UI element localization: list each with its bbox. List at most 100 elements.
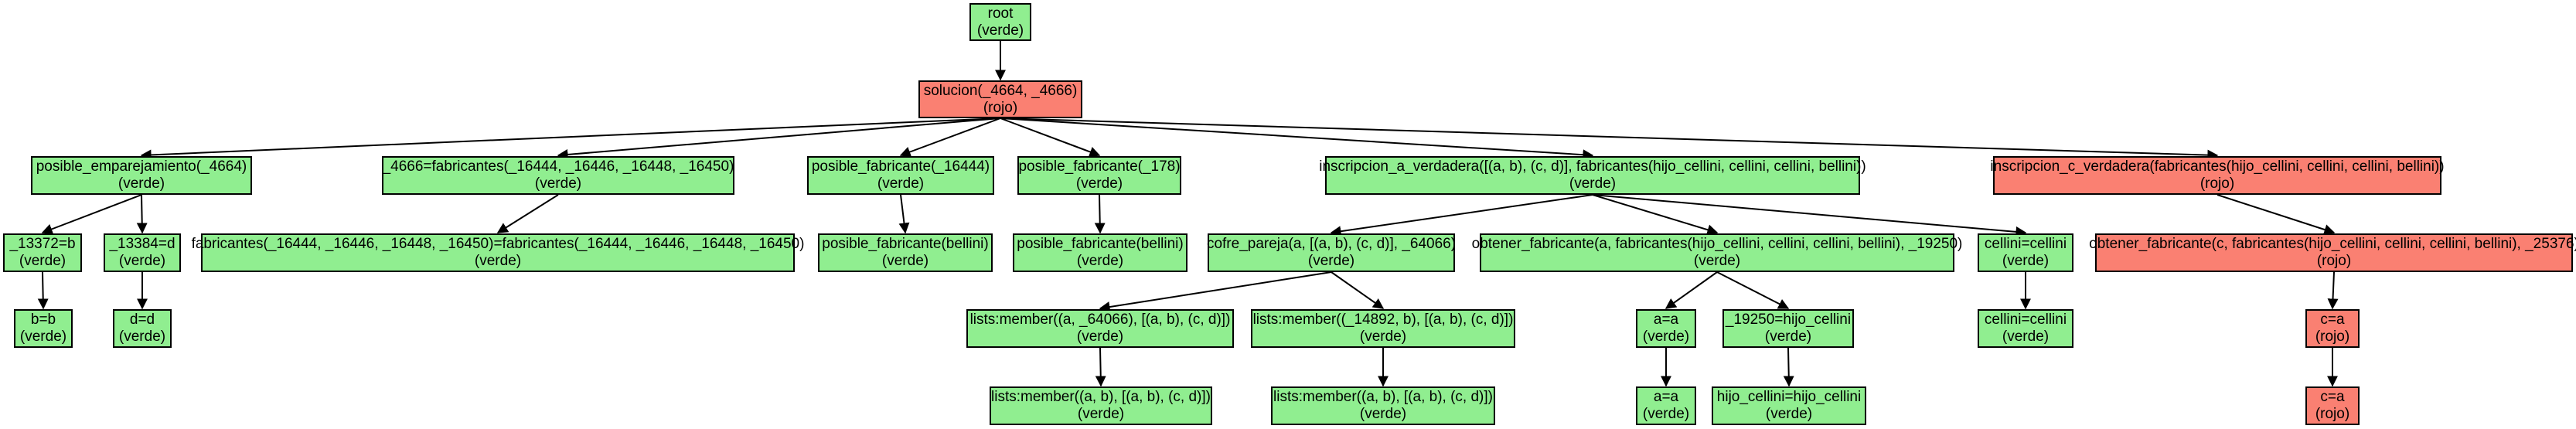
node-lists-member-4: lists:member((a, b), [(a, b), (c, d)]) (… [1271, 386, 1495, 425]
node-cofre-pareja: cofre_pareja(a, [(a, b), (c, d)], _64066… [1206, 233, 1457, 272]
node-label: hijo_cellini=hijo_cellini [1716, 389, 1862, 405]
node-status: (verde) [1359, 406, 1407, 422]
node-status: (verde) [2002, 329, 2050, 345]
edge-insc_c-to-obtener_c [2217, 194, 2336, 235]
node-status: (rojo) [2315, 329, 2350, 345]
node-status: (verde) [474, 253, 522, 269]
node-status: (verde) [118, 253, 166, 269]
node-13372-eq-b: _13372=b (verde) [3, 233, 82, 272]
node-a-eq-a-1: a=a (verde) [1636, 309, 1696, 348]
node-status: (verde) [877, 175, 925, 192]
node-status: (verde) [1077, 406, 1125, 422]
edge-solucion-to-insc_a [1000, 117, 1594, 161]
edge-solucion-to-fab_eq [557, 117, 1001, 160]
node-19250-eq-hijo-cellini: _19250=hijo_cellini (verde) [1722, 309, 1854, 348]
node-label: c=a [2320, 312, 2345, 328]
node-status: (verde) [1359, 329, 1407, 345]
node-label: obtener_fabricante(c, fabricantes(hijo_c… [2089, 236, 2576, 252]
node-status: (verde) [118, 175, 165, 192]
node-status: (verde) [881, 253, 929, 269]
edge-obtener_a-to-h19250 [1716, 271, 1790, 309]
node-label: cellini=cellini [1984, 312, 2067, 328]
edge-member1-to-member3 [1095, 347, 1106, 387]
node-status: (verde) [1693, 253, 1741, 269]
node-label: root [987, 5, 1014, 22]
node-posible-emparejamiento: posible_emparejamiento(_4664) (verde) [31, 156, 252, 195]
node-label: obtener_fabricante(a, fabricantes(hijo_c… [1471, 236, 1963, 252]
node-status: (verde) [1075, 175, 1123, 192]
node-status: (verde) [2002, 253, 2050, 269]
node-b-eq-b: b=b (verde) [14, 309, 73, 348]
node-label: lists:member((_14892, b), [(a, b), (c, d… [1252, 312, 1514, 328]
node-label: posible_fabricante(bellini) [822, 236, 989, 252]
node-label: posible_fabricante(_178) [1018, 158, 1181, 175]
edge-cofre-to-member2 [1331, 271, 1385, 309]
node-status: (verde) [976, 22, 1024, 39]
node-c-eq-a-1: c=a (rojo) [2305, 309, 2360, 348]
node-status: (verde) [1307, 253, 1355, 269]
node-status: (verde) [19, 329, 67, 345]
node-status: (rojo) [2316, 253, 2352, 269]
node-obtener-fabricante-c: obtener_fabricante(c, fabricantes(hijo_c… [2089, 233, 2576, 272]
node-label: c=a [2320, 389, 2345, 405]
node-status: (verde) [1765, 406, 1813, 422]
node-status: (verde) [1764, 329, 1812, 345]
node-label: inscripcion_c_verdadera(fabricantes(hijo… [1990, 158, 2445, 175]
node-posible-fabricante-bellini-1: posible_fabricante(bellini) (verde) [818, 233, 993, 272]
edge-fab_eq-to-fab_fab [496, 194, 559, 233]
node-label: posible_emparejamiento(_4664) [36, 158, 247, 175]
edge-pos_fab1-to-pos_fab_bellini1 [898, 194, 910, 234]
node-label: cofre_pareja(a, [(a, b), (c, d)], _64066… [1206, 236, 1457, 252]
node-13384-eq-d: _13384=d (verde) [104, 233, 181, 272]
node-label: inscripcion_a_verdadera([(a, b), (c, d)]… [1319, 158, 1866, 175]
node-solucion: solucion(_4664, _4666) (rojo) [918, 80, 1082, 118]
node-status: (rojo) [2315, 406, 2350, 422]
node-fabricantes-unification: fabricantes(_16444, _16446, _16448, _164… [192, 233, 804, 272]
edge-insc_a-to-cofre [1330, 194, 1593, 237]
node-label: _19250=hijo_cellini [1725, 312, 1852, 328]
edge-insc_a-to-cellini1 [1592, 194, 2027, 237]
node-lists-member-1: lists:member((a, _64066), [(a, b), (c, d… [966, 309, 1234, 348]
node-status: (verde) [1076, 253, 1124, 269]
node-label: lists:member((a, b), [(a, b), (c, d)]) [991, 389, 1211, 405]
node-label: lists:member((a, _64066), [(a, b), (c, d… [969, 312, 1231, 328]
edge-obtener_a-to-aa1 [1665, 271, 1718, 309]
edge-solucion-to-insc_c [1000, 117, 2219, 161]
node-label: a=a [1653, 389, 1679, 405]
node-label: a=a [1653, 312, 1679, 328]
node-cellini-eq-cellini-1: cellini=cellini (verde) [1978, 233, 2073, 272]
node-label: fabricantes(_16444, _16446, _16448, _164… [191, 236, 805, 252]
node-label: b=b [30, 312, 56, 328]
node-posible-fabricante-16444: posible_fabricante(_16444) (verde) [807, 156, 994, 195]
node-label: cellini=cellini [1984, 236, 2067, 252]
node-inscripcion-c: inscripcion_c_verdadera(fabricantes(hijo… [1990, 156, 2445, 195]
node-label: posible_fabricante(_16444) [811, 158, 990, 175]
edge-insc_a-to-obtener_a [1592, 194, 1719, 236]
node-label: _13384=d [109, 236, 175, 252]
node-label: d=d [129, 312, 155, 328]
node-cellini-eq-cellini-2: cellini=cellini (verde) [1978, 309, 2073, 348]
node-obtener-fabricante-a: obtener_fabricante(a, fabricantes(hijo_c… [1472, 233, 1962, 272]
node-status: (rojo) [2199, 175, 2235, 192]
node-label: posible_fabricante(bellini) [1017, 236, 1184, 252]
node-posible-fabricante-178: posible_fabricante(_178) (verde) [1017, 156, 1181, 195]
node-c-eq-a-2: c=a (rojo) [2305, 386, 2360, 425]
node-a-eq-a-2: a=a (verde) [1636, 386, 1696, 425]
edge-pos_fab2-to-pos_fab_bellini2 [1094, 194, 1106, 234]
node-inscripcion-a: inscripcion_a_verdadera([(a, b), (c, d)]… [1319, 156, 1866, 195]
node-status: (verde) [118, 329, 166, 345]
node-label: _13372=b [9, 236, 76, 252]
edge-solucion-to-pos_emp [140, 117, 1001, 161]
edge-pos_emp-to-d13384 [136, 194, 148, 234]
edge-cofre-to-member1 [1099, 271, 1332, 312]
node-lists-member-3: lists:member((a, b), [(a, b), (c, d)]) (… [990, 386, 1212, 425]
edge-h19250-to-hijo [1783, 347, 1794, 387]
edge-obtener_c-to-ca1 [2327, 271, 2339, 310]
node-status: (verde) [1076, 329, 1124, 345]
node-label: lists:member((a, b), [(a, b), (c, d)]) [1273, 389, 1493, 405]
edge-pos_emp-to-b13372 [41, 194, 142, 235]
edge-solucion-to-pos_fab2 [1000, 117, 1101, 158]
node-d-eq-d: d=d (verde) [113, 309, 172, 348]
edge-solucion-to-pos_fab1 [899, 117, 1001, 158]
